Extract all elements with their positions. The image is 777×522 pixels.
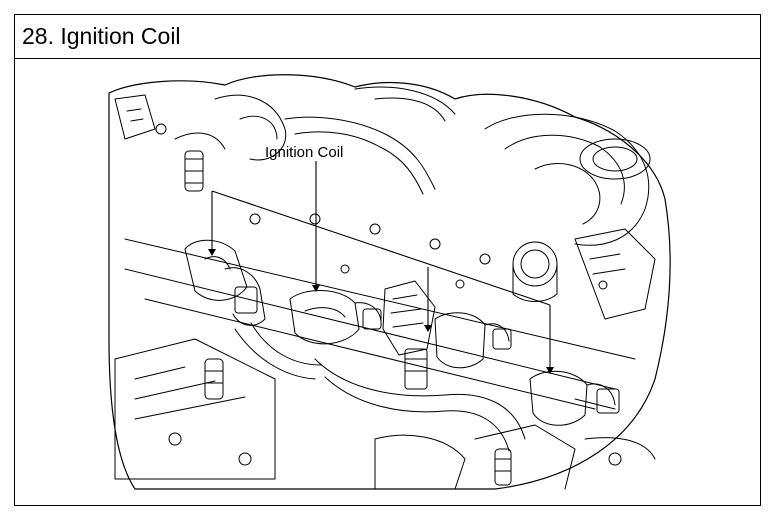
section-title: 28. Ignition Coil bbox=[22, 23, 181, 49]
engine-illustration: Ignition Coil bbox=[15, 59, 760, 505]
page-frame: 28. Ignition Coil bbox=[14, 14, 761, 506]
callout-arrow-icon bbox=[208, 161, 554, 374]
callout-label: Ignition Coil bbox=[265, 144, 343, 161]
engine-line-drawing-icon: Ignition Coil bbox=[108, 74, 671, 490]
section-header: 28. Ignition Coil bbox=[15, 15, 760, 59]
